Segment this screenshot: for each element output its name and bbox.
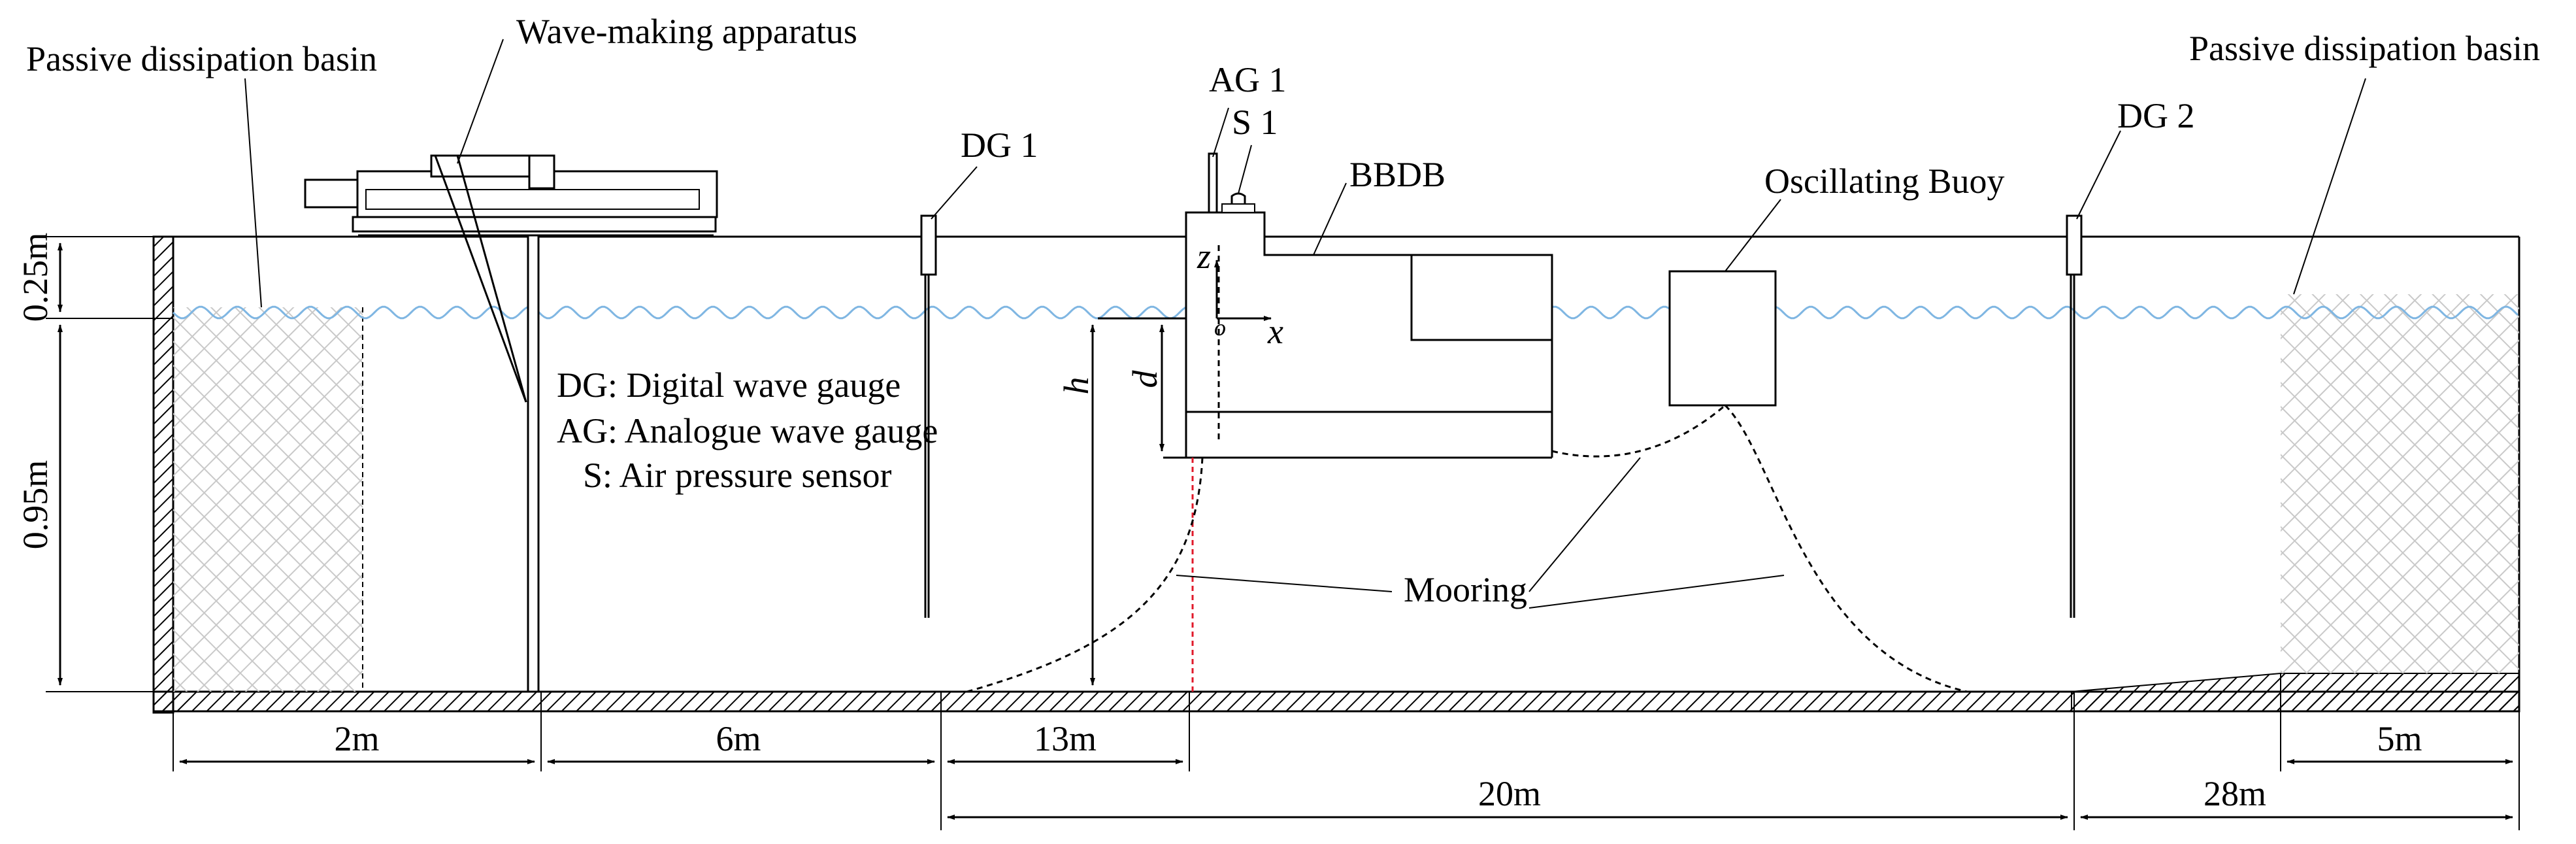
leader-lines xyxy=(244,39,2366,609)
legend-ag: AG: Analogue wave gauge xyxy=(557,411,938,450)
label-passive-basin-left: Passive dissipation basin xyxy=(26,39,377,78)
basin-left xyxy=(173,307,363,692)
label-mooring: Mooring xyxy=(1404,570,1527,609)
dim-seg-bbdb: 13m xyxy=(1034,719,1097,758)
symbol-d: d xyxy=(1125,370,1164,388)
symbol-h: h xyxy=(1057,377,1096,395)
dim-seg-basin: 2m xyxy=(334,719,379,758)
dim-seg-basin-right: 5m xyxy=(2377,719,2422,758)
axis-z-label: z xyxy=(1197,237,1211,276)
label-ag1: AG 1 xyxy=(1209,60,1287,99)
legend-s: S: Air pressure sensor xyxy=(583,456,891,495)
mooring-lines xyxy=(966,404,1968,693)
left-wall xyxy=(152,235,174,714)
legend-dg: DG: Digital wave gauge xyxy=(557,365,900,405)
label-dg2: DG 2 xyxy=(2117,96,2195,135)
label-oscillating-buoy: Oscillating Buoy xyxy=(1764,161,2004,201)
oscillating-buoy xyxy=(1668,270,1777,407)
dim-seg-dg2: 20m xyxy=(1478,774,1541,813)
dim-water-depth: 0.95m xyxy=(16,460,55,550)
sloped-bed xyxy=(2071,673,2520,712)
label-bbdb: BBDB xyxy=(1349,155,1445,194)
dg2-gauge xyxy=(2066,214,2083,618)
dg1-gauge xyxy=(920,214,937,618)
bbdb-device xyxy=(1098,152,1553,692)
vertical-dimensions xyxy=(46,236,173,692)
horizontal-dimensions xyxy=(173,673,2520,830)
axis-origin-label: o xyxy=(1214,314,1226,341)
depth-dimensions xyxy=(1090,324,1164,686)
dim-freeboard: 0.25m xyxy=(16,233,55,322)
dim-seg-end: 28m xyxy=(2204,774,2266,813)
label-s1: S 1 xyxy=(1232,103,1278,142)
label-passive-basin-right: Passive dissipation basin xyxy=(2189,29,2540,68)
dim-seg-dg1: 6m xyxy=(716,719,761,758)
wave-maker xyxy=(304,154,718,693)
label-wave-maker: Wave-making apparatus xyxy=(516,12,857,51)
label-dg1: DG 1 xyxy=(961,126,1038,165)
basin-right xyxy=(2281,294,2519,673)
flume xyxy=(152,235,2520,714)
axis-x-label: x xyxy=(1267,312,1283,351)
